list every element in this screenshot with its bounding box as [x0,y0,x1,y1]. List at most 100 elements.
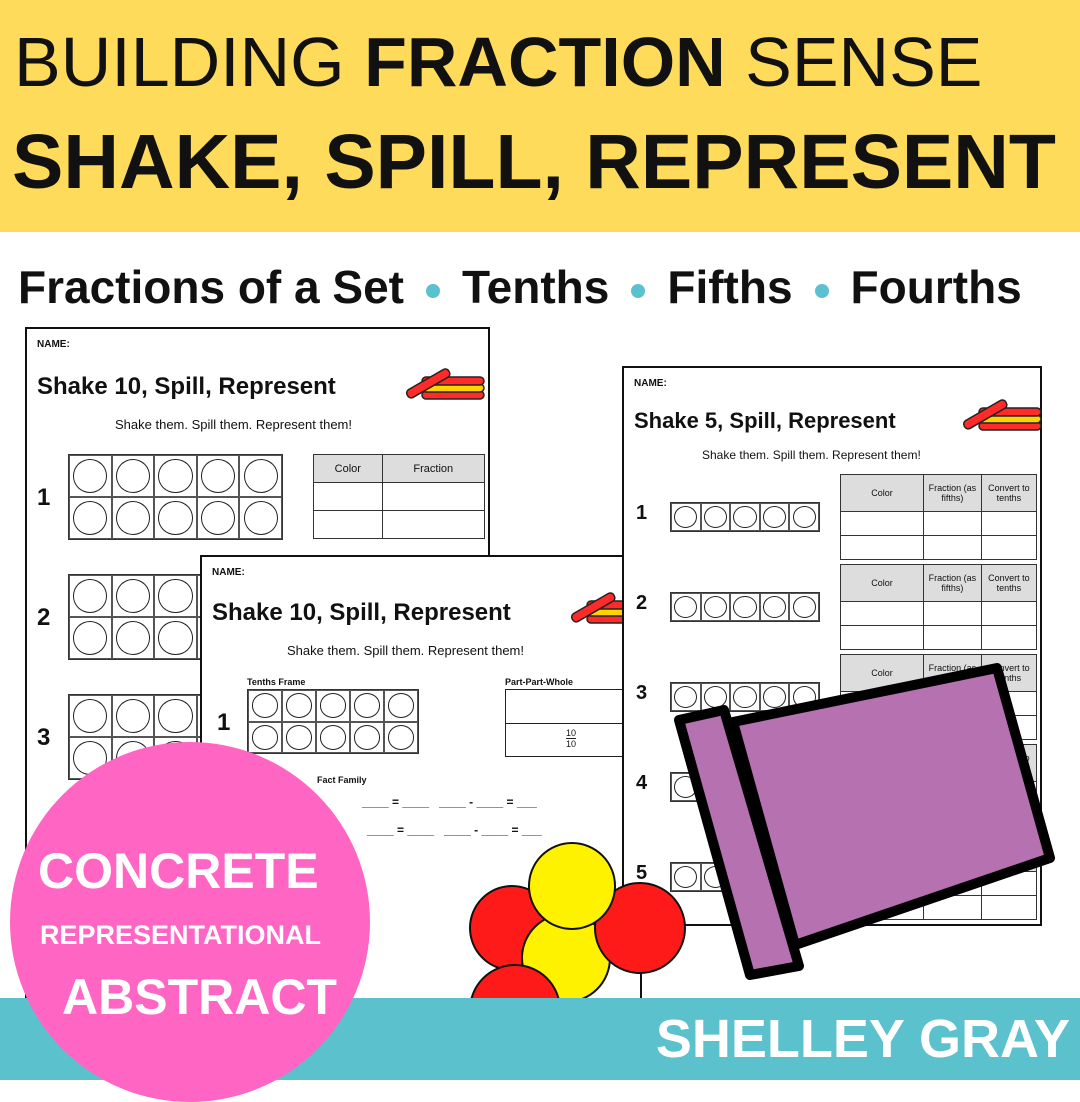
subtitle-item: Tenths [461,261,610,313]
circle-icon [674,866,698,888]
frame-cell [69,695,112,737]
row-number: 1 [636,502,648,524]
circle-icon [251,693,279,719]
table-header: Fraction (as fifths) [923,474,982,512]
frame-cell [384,690,418,722]
frame-cell [671,593,701,621]
row-number: 5 [636,862,648,884]
circle-icon [158,501,193,535]
fact-family-label: Fact Family [317,775,367,785]
circle-icon [319,724,347,750]
fraction-denominator: 10 [565,739,576,749]
circle-icon [733,686,757,708]
circle-icon [285,724,313,750]
row-number: 2 [37,604,51,631]
table-cell [980,535,1038,560]
frame-cell [154,695,197,737]
frame-cell [154,617,197,659]
bullet-icon [631,283,646,298]
title-light: SENSE [725,23,983,101]
frame-cell [316,690,350,722]
circle-icon [115,459,150,493]
worksheet-title: Shake 10, Spill, Represent [212,599,511,626]
frame-cell [239,455,282,497]
row-number: 1 [217,709,231,736]
row-number: 3 [636,682,648,704]
table-cell [840,535,924,560]
subtitle-item: Fifths [667,261,793,313]
badge-line-abstract: ABSTRACT [62,969,337,1025]
frame-cell [789,503,819,531]
five-frame [670,502,820,532]
badge-line-representational: REPRESENTATIONAL [40,920,322,950]
equals: = [511,823,519,837]
circle-icon [158,699,193,733]
table-cell [381,510,486,539]
subtitle-item: Fractions of a Set [18,261,404,313]
frame-cell [154,575,197,617]
table-cell [381,482,486,511]
name-label: NAME: [212,567,245,578]
title-line-2: SHAKE, SPILL, REPRESENT [12,119,1056,205]
circle-icon [243,459,278,493]
table-cell [980,601,1038,626]
frame-cell [316,721,350,753]
counter-stack-icon [405,368,485,400]
table-cell [923,625,982,650]
circle-icon [115,699,150,733]
worksheet-title: Shake 10, Spill, Represent [37,373,336,400]
counter-stack-icon [962,399,1042,431]
ten-frame [247,689,419,754]
title-line-1: BUILDING FRACTION SENSE [14,22,982,102]
frame-cell [111,695,155,737]
cup-rim [674,705,804,980]
bullet-icon [814,283,829,298]
table-header: Color [840,474,924,512]
table-cell [840,511,924,536]
subtitle: Fractions of a Set Tenths Fifths Fourths [18,260,1022,314]
worksheet-title: Shake 5, Spill, Represent [634,408,896,433]
frame-cell [69,617,112,659]
minus: - [469,795,474,809]
frame-cell [384,721,418,753]
table-header: Fraction (as fifths) [923,564,982,602]
frame-cell [196,455,240,497]
circle-icon [733,596,757,618]
circle-icon [73,459,108,493]
circle-icon [115,501,150,535]
frame-cell [350,721,384,753]
ppw-label: Part-Part-Whole [505,677,574,687]
circle-icon [763,506,787,528]
circle-icon [792,596,816,618]
row-number: 3 [37,724,51,751]
equals: = [392,795,400,809]
table-cell [923,601,982,626]
frame-cell [789,593,819,621]
badge-line-concrete: CONCRETE [38,843,319,899]
circle-icon [285,693,313,719]
frame-cell [730,593,760,621]
frame-cell [350,690,384,722]
table-cell [313,482,383,511]
cra-badge: CONCRETE REPRESENTATIONAL ABSTRACT [10,742,370,1102]
circle-icon [73,621,108,655]
name-label: NAME: [37,339,70,350]
fact-family-row: ____ = ____ ____ - ____ = ___ [362,795,537,809]
circle-icon [353,724,381,750]
subtitle-item: Fourths [850,261,1022,313]
minus: - [474,823,479,837]
bullet-icon [425,283,440,298]
circle-icon [158,621,193,655]
frame-cell [730,683,760,711]
title-bold: FRACTION [364,23,726,101]
frame-cell [759,503,790,531]
frame-cell [248,721,282,753]
circle-icon [674,686,698,708]
table-header: Color [840,564,924,602]
table-cell [840,625,924,650]
frame-cell [111,497,155,539]
circle-icon [158,579,193,613]
